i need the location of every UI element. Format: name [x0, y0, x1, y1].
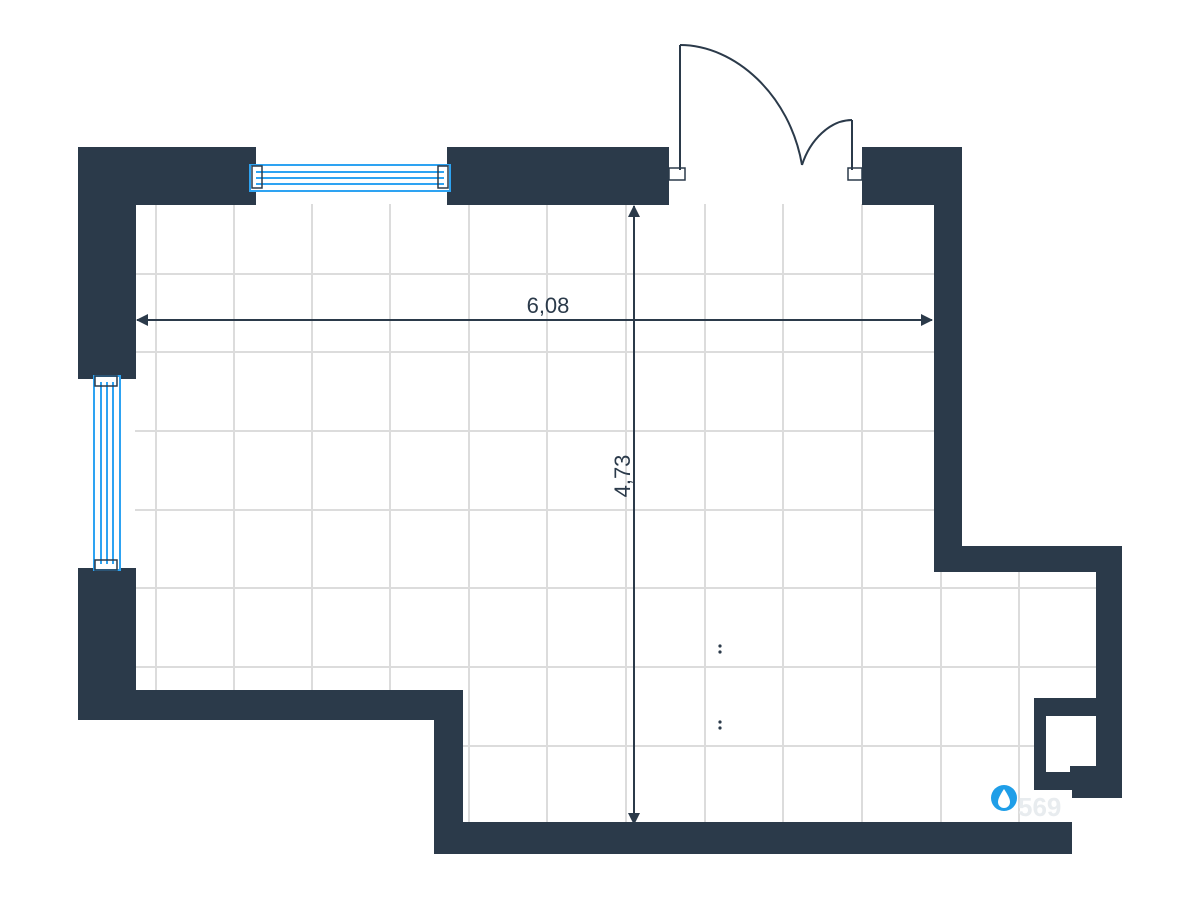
wall-right-step	[934, 546, 1122, 572]
window-left	[93, 375, 121, 571]
wall-right-upper	[934, 147, 962, 572]
window-top	[249, 164, 451, 192]
width-dimension-label: 6,08	[527, 293, 570, 318]
outlet-markers	[718, 644, 722, 730]
ventilation-shaft	[1034, 698, 1104, 790]
entrance-door	[668, 44, 863, 181]
wall-top-middle-block	[447, 147, 669, 205]
walls	[78, 147, 1122, 854]
wall-left-lower	[78, 568, 136, 720]
wall-bottom-left	[78, 690, 463, 720]
wall-left-upper	[78, 147, 136, 379]
water-drop-icon	[991, 785, 1017, 811]
height-dimension-label: 4,73	[610, 455, 635, 498]
watermark-text: 569	[1018, 792, 1061, 822]
wall-bottom	[434, 822, 1072, 854]
floor-tile-grid	[135, 204, 1096, 822]
